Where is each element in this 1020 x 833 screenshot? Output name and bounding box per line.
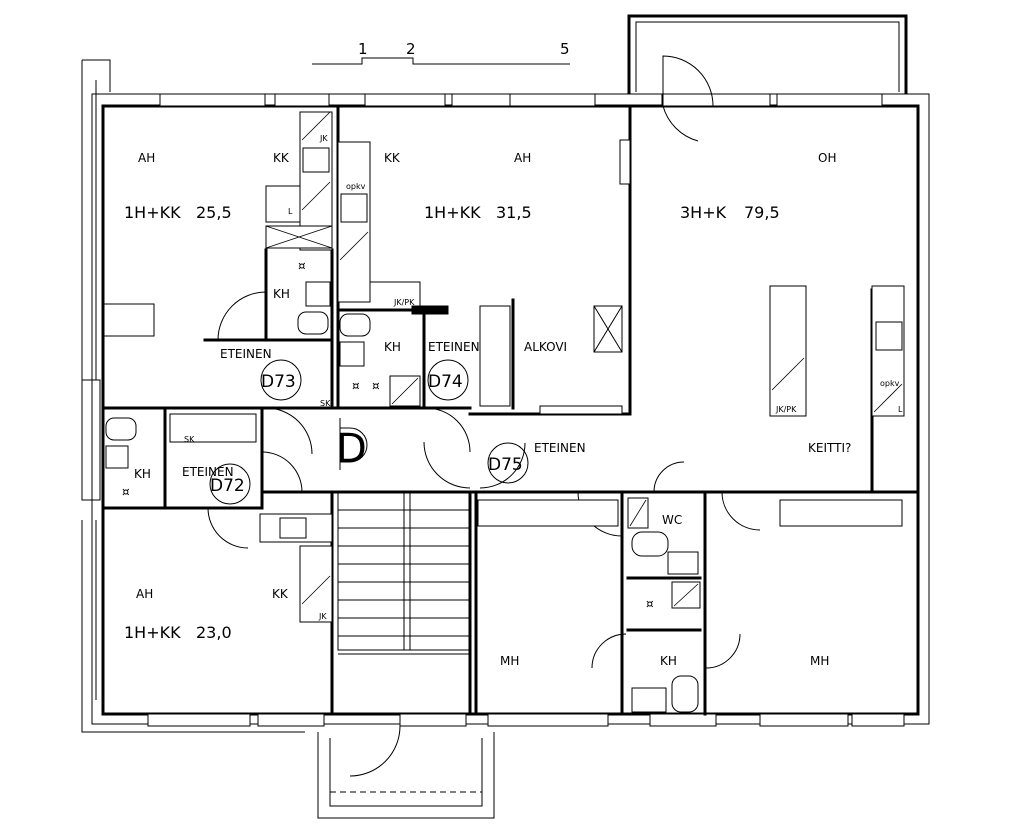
- svg-text:¤: ¤: [372, 379, 380, 393]
- apartment-code: D75: [488, 455, 523, 475]
- kitchen-units: [259, 111, 905, 623]
- apartment-area: 31,5: [496, 203, 532, 222]
- apartment-d75: OH 3H+K 79,5 KEITTI? ETEINEN D75 WC KH M…: [487, 151, 851, 668]
- fixture-label-jk-d72: JK: [318, 612, 327, 621]
- apartment-d72: KH ETEINEN D72 AH KK 1H+KK 23,0: [124, 463, 289, 642]
- room-label-hall: ETEINEN: [428, 340, 480, 354]
- entrance-canopy: [317, 732, 495, 819]
- room-label-bathroom: KH: [384, 340, 401, 354]
- fixture-label-opkv: opkv: [346, 182, 366, 191]
- apartment-type: 1H+KK: [424, 203, 481, 222]
- room-label-alcove: ALKOVI: [524, 340, 567, 354]
- elevator-label: D: [336, 426, 367, 472]
- scale-tick-5: 5: [560, 40, 570, 58]
- apartment-d74: KK AH 1H+KK 31,5 KH ETEINEN ALKOVI D74: [384, 151, 567, 401]
- fixture-label-opkv-d75: opkv: [880, 379, 900, 388]
- fixture-label-sk: SK: [320, 399, 331, 408]
- apartment-type: 1H+KK: [124, 203, 181, 222]
- stairwell: [337, 491, 471, 655]
- apartment-area: 79,5: [744, 203, 780, 222]
- windows-bottom: [147, 713, 905, 727]
- apartment-type: 1H+KK: [124, 623, 181, 642]
- room-label-toilet: WC: [662, 513, 682, 527]
- svg-text:¤: ¤: [646, 597, 654, 611]
- apartment-area: 23,0: [196, 623, 232, 642]
- apartment-code: D73: [261, 372, 296, 392]
- room-label-kitchenette: KK: [272, 587, 289, 601]
- bathroom-fixtures: [105, 281, 701, 713]
- room-label-living: AH: [138, 151, 155, 165]
- fixture-label-sk-d72: SK: [184, 435, 195, 444]
- room-label-bedroom-1: MH: [500, 654, 519, 668]
- fixture-label-jkpk-d75: JK/PK: [775, 405, 797, 414]
- apartment-code: D72: [210, 476, 245, 496]
- room-label-bathroom: KH: [273, 287, 290, 301]
- room-label-hall: ETEINEN: [182, 465, 234, 479]
- room-label-kitchen: KEITTI?: [808, 441, 851, 455]
- fixture-label-jk: JK: [319, 134, 328, 143]
- room-label-hall: ETEINEN: [220, 347, 272, 361]
- interior-walls: [101, 104, 920, 716]
- svg-text:¤: ¤: [352, 379, 360, 393]
- doors: [207, 55, 761, 777]
- fixture-label-l-d75: L: [898, 405, 903, 414]
- scale-bar: 1 2 5: [312, 40, 570, 65]
- svg-text:¤: ¤: [298, 259, 306, 273]
- scale-tick-1: 1: [358, 40, 368, 58]
- room-label-living: AH: [136, 587, 153, 601]
- fixture-label-jkpk: JK/PK: [393, 298, 415, 307]
- floor-drains: ¤ ¤ ¤ ¤ ¤: [122, 259, 654, 611]
- apartment-d73: AH KK 1H+KK 25,5 KH ETEINEN D73: [124, 151, 302, 401]
- apartment-area: 25,5: [196, 203, 232, 222]
- elevator: [339, 418, 368, 470]
- room-label-living: OH: [818, 151, 836, 165]
- room-label-bathroom: KH: [134, 467, 151, 481]
- apartment-type: 3H+K: [680, 203, 727, 222]
- svg-text:¤: ¤: [122, 485, 130, 499]
- neighbour-wall: [81, 59, 305, 733]
- fixture-annotations: JK opkv JK/PK SK SK JK opkv JK/PK L L: [184, 134, 903, 621]
- balcony-top: [627, 14, 908, 94]
- room-label-bedroom-2: MH: [810, 654, 829, 668]
- fixture-label-l: L: [288, 207, 293, 216]
- room-label-hall: ETEINEN: [534, 441, 586, 455]
- scale-tick-2: 2: [406, 40, 416, 58]
- room-label-bathroom: KH: [660, 654, 677, 668]
- room-label-kitchenette: KK: [273, 151, 290, 165]
- wardrobes: [103, 139, 903, 527]
- room-label-living: AH: [514, 151, 531, 165]
- room-label-kitchenette: KK: [384, 151, 401, 165]
- windows-top: [159, 93, 883, 107]
- apartment-code: D74: [428, 372, 463, 392]
